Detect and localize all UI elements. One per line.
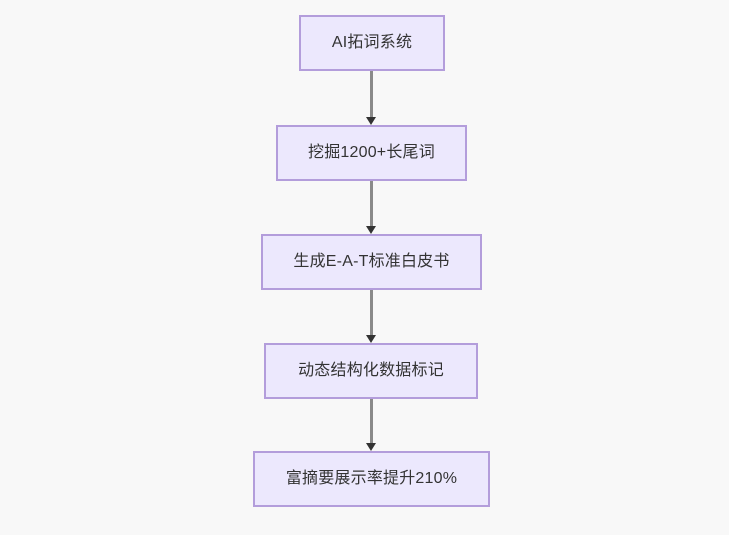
flow-node-longtail-keywords[interactable]: 挖掘1200+长尾词 [276,125,467,181]
flow-node-label: AI拓词系统 [331,34,413,52]
flow-edge-4-5 [370,399,373,443]
flow-node-label: 生成E-A-T标准白皮书 [293,253,450,271]
flow-arrowhead-2-3 [366,226,376,234]
flow-arrowhead-4-5 [366,443,376,451]
flow-edge-2-3 [370,181,373,226]
flow-node-label: 挖掘1200+长尾词 [308,144,435,162]
flow-arrowhead-3-4 [366,335,376,343]
flow-node-structured-data-markup[interactable]: 动态结构化数据标记 [264,343,478,399]
flow-edge-3-4 [370,290,373,335]
flow-node-rich-snippet-result[interactable]: 富摘要展示率提升210% [253,451,490,507]
flow-node-label: 富摘要展示率提升210% [285,470,458,488]
flow-node-label: 动态结构化数据标记 [298,362,444,380]
flow-node-ai-keyword-system[interactable]: AI拓词系统 [299,15,445,71]
flow-node-eat-whitepaper[interactable]: 生成E-A-T标准白皮书 [261,234,482,290]
flow-edge-1-2 [370,71,373,117]
flow-arrowhead-1-2 [366,117,376,125]
